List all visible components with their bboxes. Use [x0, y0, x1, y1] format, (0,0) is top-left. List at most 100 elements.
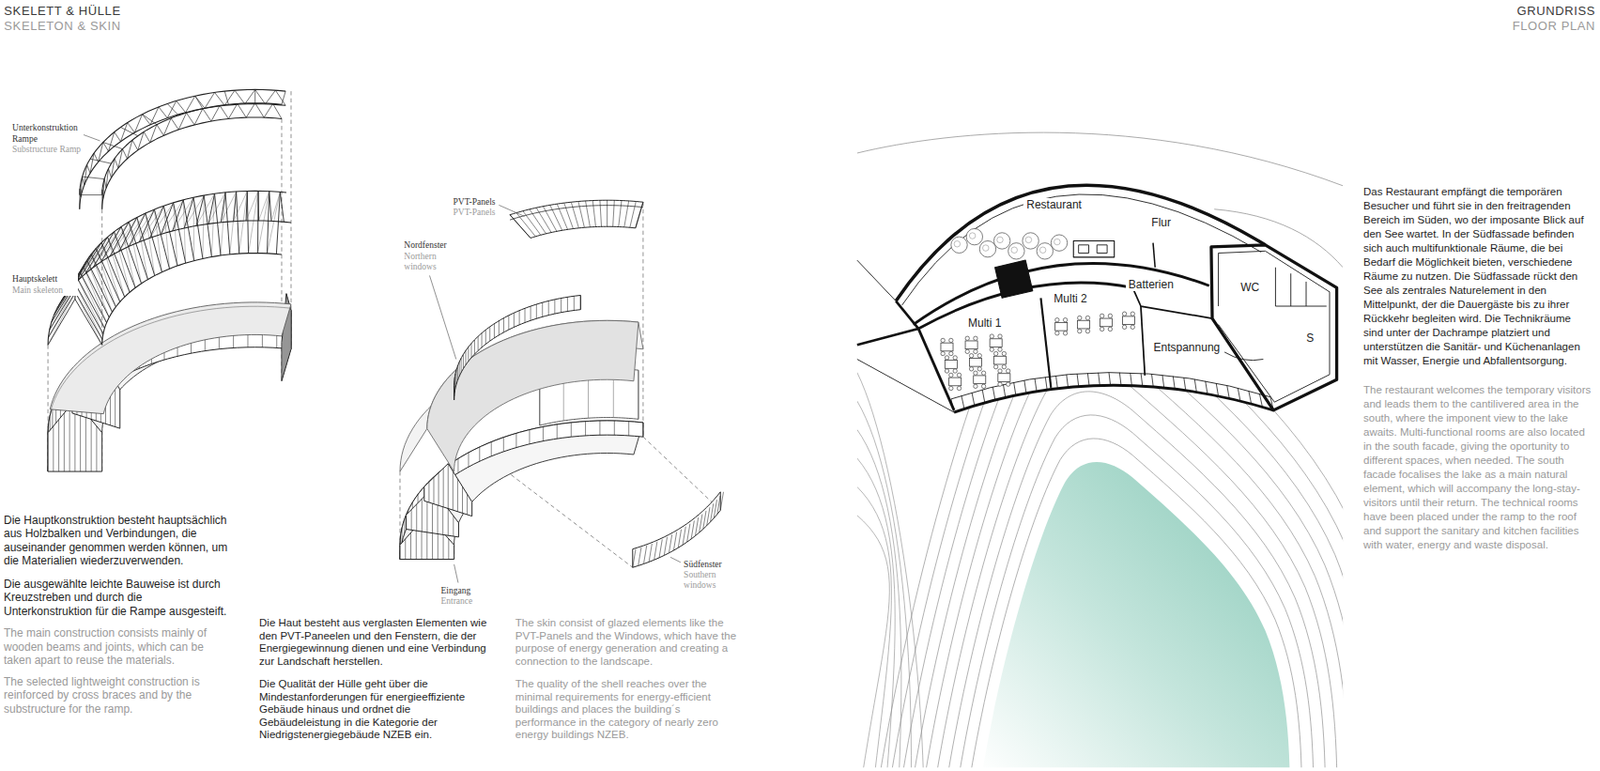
table-symbol: [940, 342, 954, 352]
chair-symbol: [981, 384, 985, 388]
table-symbol: [993, 355, 1006, 365]
window-hatch: [541, 302, 543, 317]
chair-symbol: [1006, 369, 1011, 373]
cross-brace: [184, 195, 204, 229]
contour-line: [857, 458, 895, 768]
contour-line: [947, 391, 1325, 768]
window-hatch: [654, 541, 658, 561]
chair-symbol: [1001, 365, 1006, 370]
cross-brace: [230, 191, 237, 255]
gable-hatch: [289, 307, 291, 353]
description-translation: The restaurant welcomes the temporary vi…: [1363, 383, 1593, 553]
balcony-rail: [1056, 375, 1059, 389]
cross-brace: [220, 191, 236, 223]
window-hatch: [462, 353, 464, 369]
window-hatch: [710, 503, 714, 523]
gable-hatch: [95, 426, 97, 472]
tree-symbol: [969, 232, 976, 240]
rafter-frame: [208, 193, 221, 256]
tree-symbol: [1025, 236, 1032, 244]
ramp-tie: [224, 91, 229, 105]
sheet-subheading: FLOOR PLAN: [1512, 18, 1596, 33]
ramp-tie: [142, 114, 157, 125]
tree-symbol: [997, 236, 1004, 244]
kitchen-counter: [1073, 240, 1114, 257]
chair-symbol: [949, 372, 954, 377]
tree-symbol: [1008, 243, 1025, 260]
window-hatch: [477, 336, 479, 351]
outer-wall-inner: [902, 194, 1262, 306]
window-hatch: [454, 377, 456, 392]
ramp-tie: [82, 176, 106, 179]
cross-brace: [266, 191, 280, 253]
cross-brace: [183, 200, 185, 263]
tree-symbol: [1050, 234, 1067, 251]
chair-symbol: [1077, 315, 1082, 320]
gable-hatch: [421, 498, 423, 532]
kitchen-core: [995, 260, 1033, 298]
balcony-rail: [1205, 381, 1208, 395]
chair-symbol: [1122, 324, 1126, 329]
gable-hatch: [438, 472, 440, 506]
window-hatch: [703, 510, 707, 530]
gable-hatch: [432, 476, 434, 504]
contour-line: [857, 132, 1343, 186]
table-symbol: [1100, 318, 1113, 327]
pvt-hatch: [570, 201, 579, 229]
cross-brace: [150, 202, 174, 238]
window-hatch: [720, 492, 724, 511]
chair-symbol: [949, 385, 954, 390]
balcony-rail: [1002, 384, 1005, 398]
ramp-tie: [195, 95, 203, 108]
chair-symbol: [969, 353, 973, 358]
window-hatch: [694, 517, 698, 537]
contour-line: [857, 486, 893, 768]
window-hatch: [548, 300, 550, 315]
table-symbol: [1122, 316, 1135, 325]
gable-hatch: [415, 504, 417, 531]
window-hatch: [580, 294, 582, 309]
leader-line: [498, 204, 524, 216]
part-label: Hauptskelett: [12, 274, 78, 285]
chair-symbol: [944, 355, 949, 360]
chair-symbol: [949, 338, 954, 342]
pvt-hatch: [618, 200, 622, 228]
chair-symbol: [940, 351, 945, 355]
window-hatch: [567, 296, 569, 311]
description-text: Die Qualität der Hülle geht über die Min…: [259, 677, 494, 742]
chair-symbol: [1062, 318, 1067, 323]
sanitary-fixture: [1224, 352, 1263, 361]
room-divider: [1132, 287, 1213, 319]
pvt-hatch: [592, 200, 596, 228]
room-name: S: [1306, 331, 1314, 345]
window-hatch: [503, 318, 505, 333]
cross-brace: [248, 190, 259, 253]
window-hatch: [498, 321, 500, 336]
pvt-hatch: [564, 202, 574, 229]
cross-brace: [109, 217, 138, 257]
chair-symbol: [1100, 313, 1105, 318]
tree-symbol: [953, 240, 961, 247]
cross-brace: [101, 221, 130, 262]
mullion: [491, 442, 493, 457]
chair-symbol: [953, 369, 957, 373]
part-label: Eingang: [440, 585, 488, 597]
skeleton-axonometric: [47, 89, 292, 472]
balcony-rail: [1227, 384, 1231, 399]
ramp-lattice: [79, 89, 286, 209]
floor-plan: [857, 132, 1397, 771]
gable-frame: [424, 463, 473, 517]
balcony-rail: [1076, 373, 1079, 387]
room-label-box: S: [1303, 331, 1317, 345]
gable-hatch: [461, 486, 463, 513]
ramp-chord: [79, 89, 286, 195]
window-hatch: [481, 333, 483, 348]
ramp-chord: [102, 103, 282, 196]
gable-hatch: [447, 508, 449, 536]
window-hatch: [456, 369, 458, 385]
cross-brace: [91, 254, 112, 313]
table-symbol: [973, 375, 986, 385]
part-label: Nordfenster: [403, 240, 453, 251]
ramp-chord: [79, 104, 286, 210]
chair-symbol: [998, 347, 1002, 352]
